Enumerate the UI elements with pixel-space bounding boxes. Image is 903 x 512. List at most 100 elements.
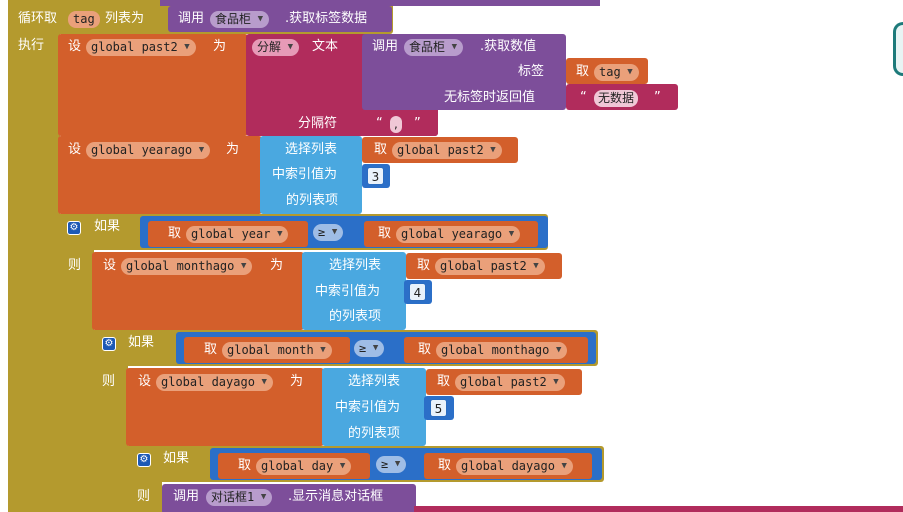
loop-label: 循环取 — [18, 11, 58, 26]
then-label: 则 — [68, 258, 82, 273]
loop-in-list-label: 列表为 — [105, 11, 145, 26]
dialog-arg-partial — [414, 506, 903, 512]
select-list-item-block-5[interactable] — [322, 368, 426, 446]
separator-label: 分隔符 — [298, 116, 338, 131]
tag-param-label: 标签 — [518, 64, 545, 79]
select-list-label-2: 选择列表 — [329, 258, 382, 273]
chevron-down-icon: ▼ — [553, 377, 559, 387]
component-dropdown[interactable]: 食品柜▼ — [210, 11, 270, 28]
select-list-label-3: 选择列表 — [348, 374, 401, 389]
no-data-string[interactable]: 无数据 — [594, 90, 639, 107]
var-dropdown-dayago[interactable]: global dayago▼ — [156, 374, 273, 391]
var-dropdown-year[interactable]: global year▼ — [186, 226, 289, 243]
chevron-down-icon: ▼ — [508, 229, 515, 239]
index-of-label-3: 中索引值为 — [335, 400, 401, 415]
var-dropdown-yearago[interactable]: global yearago▼ — [86, 142, 211, 159]
if-year-body — [58, 214, 94, 512]
separator-string[interactable]: , — [390, 116, 402, 133]
operator-dropdown[interactable]: ≥▼ — [313, 224, 344, 241]
if-label: 如果 — [94, 219, 121, 234]
var-dropdown-past2-get[interactable]: global past2▼ — [392, 142, 502, 159]
chevron-down-icon: ▼ — [561, 461, 567, 471]
for-each-loop-block[interactable] — [8, 0, 60, 512]
list-item-label-3: 的列表项 — [348, 426, 401, 441]
chevron-down-icon: ▼ — [260, 492, 267, 502]
chevron-down-icon: ▼ — [533, 261, 539, 271]
no-tag-label: 无标签时返回值 — [444, 90, 536, 105]
to-label-3: 为 — [270, 258, 284, 273]
index-number-4[interactable]: 4 — [409, 283, 426, 301]
index-number-5[interactable]: 5 — [430, 399, 447, 417]
var-dropdown-yearago-get[interactable]: global yearago▼ — [396, 226, 521, 243]
get-label-9: 取 — [238, 458, 252, 473]
operator-dropdown-3[interactable]: ≥▼ — [376, 456, 407, 473]
loop-var-tag[interactable]: tag — [68, 11, 100, 28]
split-dropdown[interactable]: 分解▼ — [252, 39, 300, 56]
chevron-down-icon: ▼ — [184, 42, 190, 52]
chevron-down-icon: ▼ — [257, 14, 264, 24]
get-label-6: 取 — [204, 342, 218, 357]
do-label: 执行 — [18, 38, 45, 53]
chevron-down-icon: ▼ — [198, 145, 205, 155]
quote-open: “ — [580, 90, 587, 105]
index-number-3[interactable]: 3 — [367, 167, 384, 185]
get-label-2: 取 — [374, 142, 388, 157]
var-dropdown-monthago[interactable]: global monthago▼ — [121, 258, 253, 275]
get-label-4: 取 — [378, 226, 392, 241]
quote-close: ” — [654, 90, 661, 105]
then-label-2: 则 — [102, 374, 116, 389]
select-list-item-block-4[interactable] — [302, 252, 406, 330]
var-dropdown-past2-get-2[interactable]: global past2▼ — [435, 258, 545, 275]
chevron-down-icon: ▼ — [287, 42, 294, 52]
select-list-item-block-3[interactable] — [260, 136, 362, 214]
var-dropdown-dayago-get[interactable]: global dayago▼ — [456, 458, 573, 475]
list-item-label-2: 的列表项 — [329, 309, 382, 324]
chevron-down-icon: ▼ — [261, 377, 267, 387]
quote-close-2: ” — [414, 116, 421, 131]
chevron-down-icon: ▼ — [372, 343, 379, 353]
var-dropdown-past2[interactable]: global past2▼ — [86, 39, 196, 56]
var-dropdown-day[interactable]: global day▼ — [256, 458, 352, 475]
method-label-2: .获取数值 — [480, 39, 537, 54]
var-dropdown-monthago-get[interactable]: global monthago▼ — [436, 342, 568, 359]
component-dropdown-2[interactable]: 食品柜▼ — [404, 39, 464, 56]
set-label-3: 设 — [103, 258, 117, 273]
set-label-4: 设 — [138, 374, 152, 389]
gear-icon[interactable]: ⚙ — [67, 221, 81, 235]
get-tag-data-call-block[interactable] — [168, 6, 392, 32]
chevron-down-icon: ▼ — [394, 459, 401, 469]
get-label-5: 取 — [417, 258, 431, 273]
chevron-down-icon: ▼ — [331, 227, 338, 237]
get-label: 取 — [576, 64, 590, 79]
set-label: 设 — [68, 39, 82, 54]
set-label-2: 设 — [68, 142, 82, 157]
chevron-down-icon: ▼ — [277, 229, 283, 239]
dialog-component-dropdown[interactable]: 对话框1▼ — [206, 489, 273, 506]
if-label-2: 如果 — [128, 335, 155, 350]
chevron-down-icon: ▼ — [240, 261, 247, 271]
call-label: 调用 — [178, 11, 205, 26]
chevron-down-icon: ▼ — [627, 67, 633, 77]
var-dropdown-month[interactable]: global month▼ — [222, 342, 332, 359]
chevron-down-icon: ▼ — [555, 345, 562, 355]
show-message-dialog-block[interactable] — [162, 484, 416, 512]
select-list-label: 选择列表 — [285, 142, 338, 157]
if-label-3: 如果 — [163, 451, 190, 466]
chevron-down-icon: ▼ — [490, 145, 496, 155]
gear-icon-2[interactable]: ⚙ — [102, 337, 116, 351]
text-label: 文本 — [312, 39, 339, 54]
gear-icon-3[interactable]: ⚙ — [137, 453, 151, 467]
get-value-call-block[interactable] — [362, 34, 566, 110]
method-label: .获取标签数据 — [285, 11, 368, 26]
index-of-label: 中索引值为 — [272, 167, 338, 182]
call-label-3: 调用 — [173, 489, 200, 504]
get-label-8: 取 — [437, 374, 451, 389]
to-label: 为 — [213, 39, 227, 54]
var-dropdown-tag[interactable]: tag▼ — [594, 64, 639, 81]
dialog-method-label: .显示消息对话框 — [288, 489, 384, 504]
operator-dropdown-2[interactable]: ≥▼ — [354, 340, 385, 357]
index-of-label-2: 中索引值为 — [315, 284, 381, 299]
chevron-down-icon: ▼ — [320, 345, 326, 355]
var-dropdown-past2-get-3[interactable]: global past2▼ — [455, 374, 565, 391]
get-label-3: 取 — [168, 226, 182, 241]
